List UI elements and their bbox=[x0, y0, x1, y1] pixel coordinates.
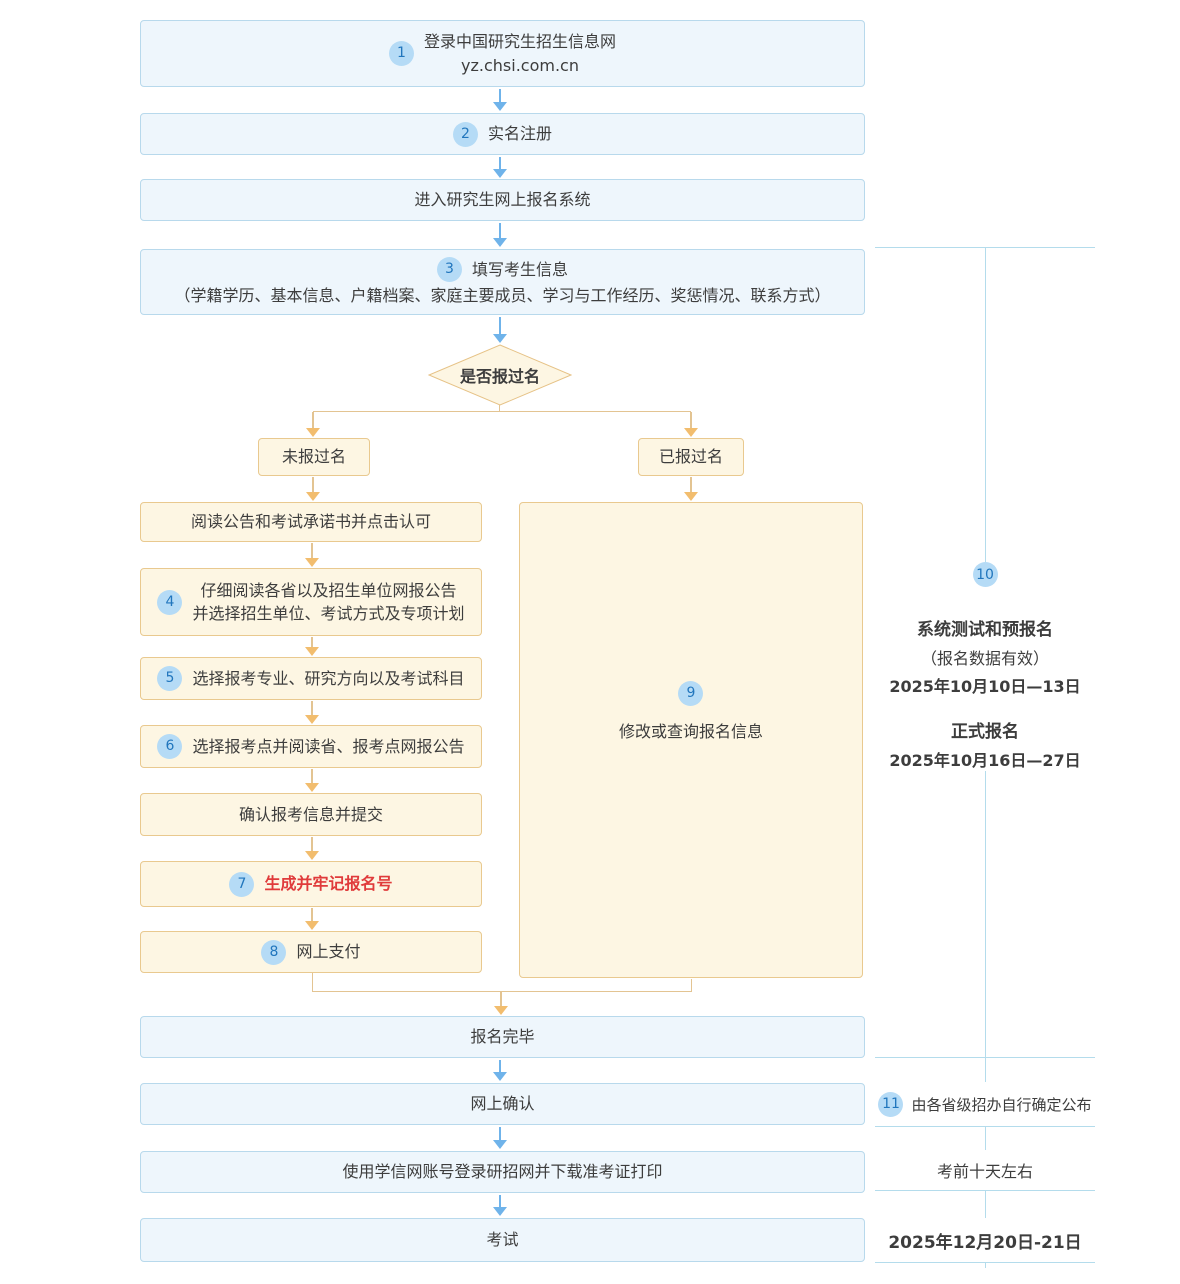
step-4-box: 4 仔细阅读各省以及招生单位网报公告 并选择招生单位、考试方式及专项计划 bbox=[140, 568, 482, 636]
sidebar-exam-date-label: 2025年12月20日-21日 bbox=[888, 1232, 1082, 1253]
step-5-label: 选择报考专业、研究方向以及考试科目 bbox=[192, 668, 465, 688]
step-8-badge: 8 bbox=[261, 939, 287, 965]
step-5-badge: 5 bbox=[157, 666, 183, 691]
flow-arrow-down bbox=[304, 543, 320, 567]
flow-arrow-down bbox=[304, 837, 320, 860]
sidebar-ticket-time-label: 考前十天左右 bbox=[936, 1162, 1033, 1181]
decision-label: 是否报过名 bbox=[459, 367, 540, 386]
flow-arrow-down bbox=[492, 1060, 508, 1081]
connector-line bbox=[312, 973, 313, 992]
decision-diamond-shape bbox=[428, 344, 572, 406]
connector-line bbox=[313, 411, 691, 412]
step-fill-info-title: 填写考生信息 bbox=[471, 259, 568, 279]
step-enter-system-label: 进入研究生网上报名系统 bbox=[414, 190, 591, 210]
sidebar-formal-registration-date: 2025年10月16日—27日 bbox=[889, 751, 1081, 770]
step-exam-label: 考试 bbox=[486, 1230, 519, 1250]
step-download-ticket-box: 使用学信网账号登录研招网并下载准考证打印 bbox=[140, 1151, 865, 1193]
step-8-label: 网上支付 bbox=[296, 942, 361, 962]
flow-arrow-down bbox=[492, 1127, 508, 1149]
step-fill-info-box: 3 填写考生信息 （学籍学历、基本信息、户籍档案、家庭主要成员、学习与工作经历、… bbox=[140, 249, 865, 315]
sidebar-divider bbox=[875, 247, 1095, 248]
branch-registered-box: 已报过名 bbox=[638, 438, 744, 476]
step-9-label: 修改或查询报名信息 bbox=[618, 721, 763, 741]
step-register-label: 实名注册 bbox=[487, 124, 552, 144]
step-login-title: 登录中国研究生招生信息网 bbox=[423, 32, 616, 52]
step-1-badge: 1 bbox=[388, 41, 414, 66]
sidebar-divider bbox=[875, 1190, 1095, 1191]
flow-arrow-down bbox=[493, 992, 509, 1015]
sidebar-pre-registration-note: （报名数据有效） bbox=[920, 649, 1049, 668]
step-7-box: 7 生成并牢记报名号 bbox=[140, 861, 482, 907]
step-2-badge: 2 bbox=[452, 121, 478, 147]
sidebar-step-10-block: 10 系统测试和预报名 （报名数据有效） 2025年10月10日—13日 正式报… bbox=[865, 562, 1105, 771]
step-enter-system-box: 进入研究生网上报名系统 bbox=[140, 179, 865, 221]
flow-arrow-down bbox=[304, 769, 320, 792]
flow-arrow-down bbox=[683, 412, 699, 437]
step-6-badge: 6 bbox=[157, 734, 183, 759]
step-7-label: 生成并牢记报名号 bbox=[264, 874, 393, 894]
step-7-badge: 7 bbox=[229, 871, 255, 897]
flow-arrow-down bbox=[492, 157, 508, 178]
branch-not-registered-label: 未报过名 bbox=[281, 447, 346, 467]
step-10-badge: 10 bbox=[972, 562, 998, 587]
step-5-box: 5 选择报考专业、研究方向以及考试科目 bbox=[140, 657, 482, 700]
sidebar-step-11-label: 由各省级招办自行确定公布 bbox=[911, 1095, 1092, 1114]
sidebar-formal-registration-title: 正式报名 bbox=[951, 722, 1019, 742]
step-online-confirm-box: 网上确认 bbox=[140, 1083, 865, 1125]
flow-arrow-down bbox=[305, 477, 321, 501]
sidebar-pre-registration-date: 2025年10月10日—13日 bbox=[889, 677, 1081, 696]
step-read-notice-label: 阅读公告和考试承诺书并点击认可 bbox=[190, 512, 431, 532]
flow-arrow-down bbox=[492, 89, 508, 111]
step-register-box: 2 实名注册 bbox=[140, 113, 865, 155]
sidebar-exam-date-cell: 2025年12月20日-21日 bbox=[865, 1218, 1105, 1262]
sidebar-step-11-cell: 11 由各省级招办自行确定公布 bbox=[865, 1082, 1105, 1126]
step-done-box: 报名完毕 bbox=[140, 1016, 865, 1058]
flow-arrow-down bbox=[492, 223, 508, 247]
step-login-box: 1 登录中国研究生招生信息网 yz.chsi.com.cn bbox=[140, 20, 865, 87]
step-3-badge: 3 bbox=[436, 256, 462, 282]
step-login-url: yz.chsi.com.cn bbox=[461, 55, 579, 75]
flow-arrow-down bbox=[304, 637, 320, 656]
sidebar-divider bbox=[875, 1262, 1095, 1263]
branch-not-registered-box: 未报过名 bbox=[258, 438, 370, 476]
sidebar-divider bbox=[875, 1057, 1095, 1058]
step-done-label: 报名完毕 bbox=[470, 1027, 535, 1047]
flow-arrow-down bbox=[492, 1195, 508, 1216]
flow-arrow-down bbox=[683, 477, 699, 501]
sidebar-ticket-time-cell: 考前十天左右 bbox=[865, 1150, 1105, 1190]
step-9-badge: 9 bbox=[678, 680, 704, 706]
step-read-notice-box: 阅读公告和考试承诺书并点击认可 bbox=[140, 502, 482, 542]
connector-line bbox=[312, 991, 692, 992]
connector-line bbox=[691, 979, 692, 992]
flow-arrow-down bbox=[304, 701, 320, 724]
flow-arrow-down bbox=[492, 317, 508, 343]
step-exam-box: 考试 bbox=[140, 1218, 865, 1262]
step-4-badge: 4 bbox=[157, 589, 183, 615]
sidebar-divider bbox=[875, 1126, 1095, 1127]
step-confirm-submit-box: 确认报考信息并提交 bbox=[140, 793, 482, 836]
step-download-ticket-label: 使用学信网账号登录研招网并下载准考证打印 bbox=[342, 1162, 663, 1182]
step-11-badge: 11 bbox=[878, 1091, 904, 1117]
step-9-box: 9 修改或查询报名信息 bbox=[519, 502, 863, 978]
flow-arrow-down bbox=[304, 908, 320, 930]
connector-line bbox=[499, 405, 500, 412]
step-online-confirm-label: 网上确认 bbox=[470, 1094, 535, 1114]
step-4-line1: 仔细阅读各省以及招生单位网报公告 bbox=[200, 580, 457, 600]
step-6-label: 选择报考点并阅读省、报考点网报公告 bbox=[192, 736, 465, 756]
step-4-line2: 并选择招生单位、考试方式及专项计划 bbox=[192, 604, 465, 623]
sidebar-pre-registration-title: 系统测试和预报名 bbox=[917, 620, 1053, 640]
step-8-box: 8 网上支付 bbox=[140, 931, 482, 973]
branch-registered-label: 已报过名 bbox=[658, 447, 723, 467]
flow-arrow-down bbox=[305, 412, 321, 437]
step-fill-info-detail: （学籍学历、基本信息、户籍档案、家庭主要成员、学习与工作经历、奖惩情况、联系方式… bbox=[174, 285, 831, 305]
step-confirm-submit-label: 确认报考信息并提交 bbox=[238, 804, 383, 824]
step-6-box: 6 选择报考点并阅读省、报考点网报公告 bbox=[140, 725, 482, 768]
